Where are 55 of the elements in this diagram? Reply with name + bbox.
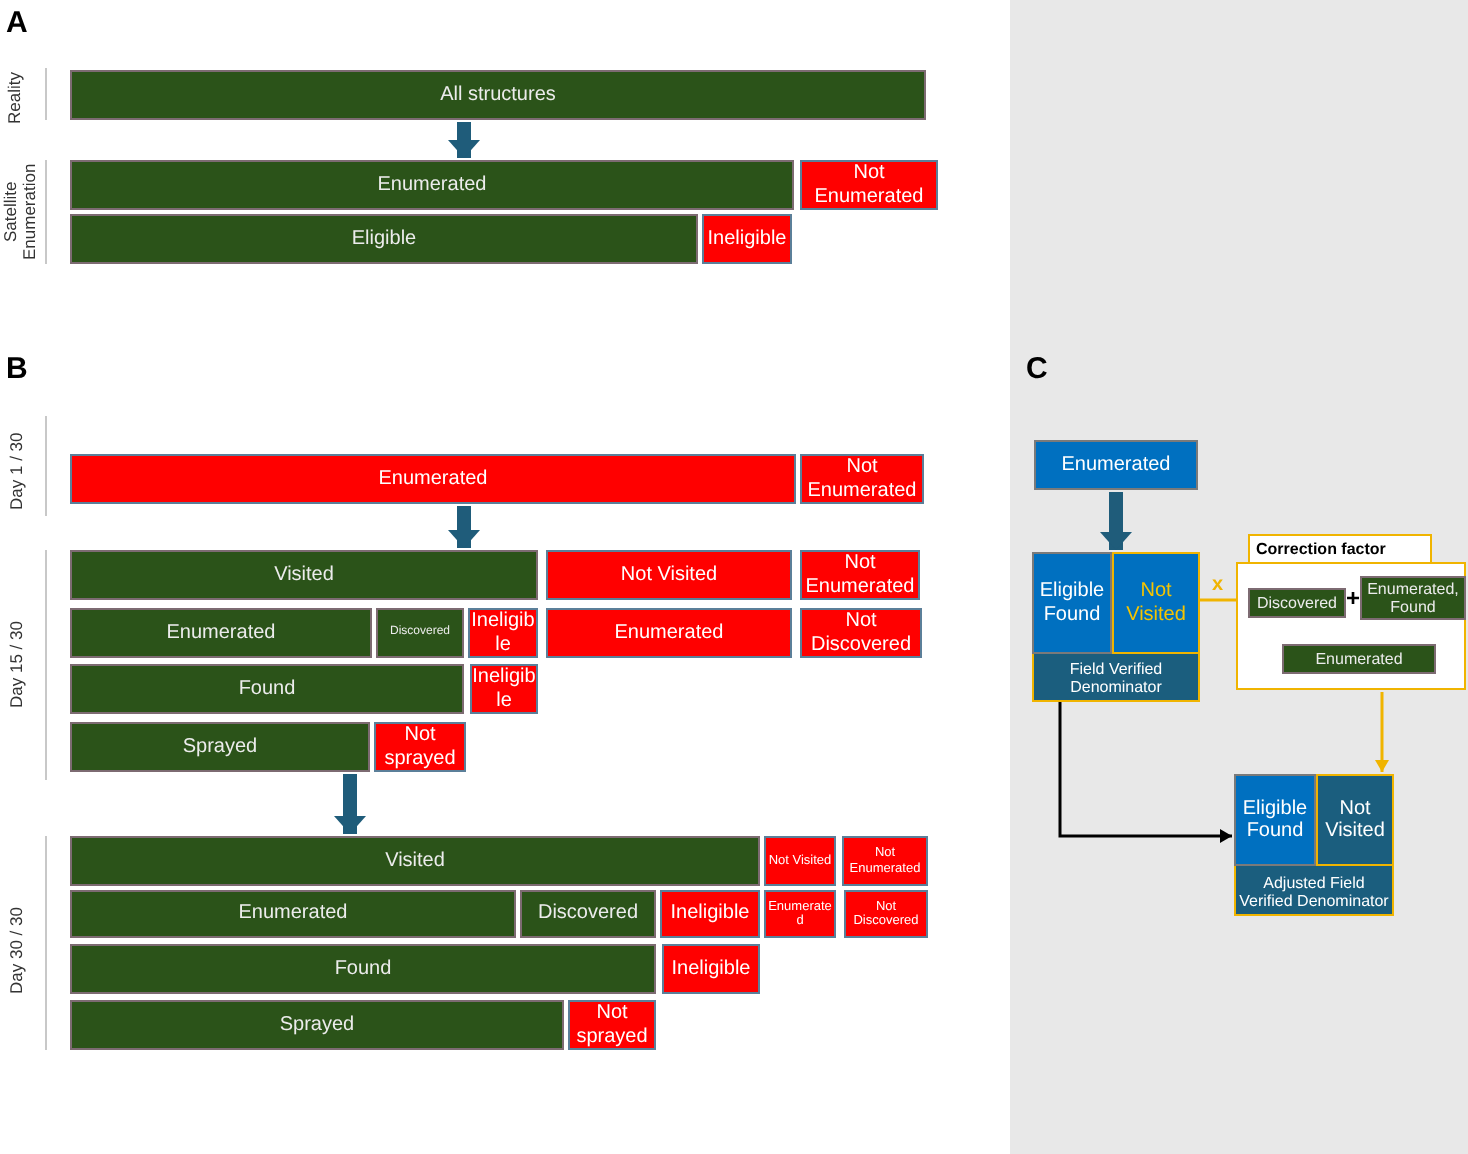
category-bar: Not Enumerated: [800, 160, 938, 210]
arrow: [448, 122, 480, 158]
category-box: Not Visited: [1112, 552, 1200, 654]
category-bar: Not Enumerated: [800, 454, 924, 504]
denominator-box: Not Visited: [1316, 774, 1394, 866]
category-box: Eligible Found: [1234, 774, 1316, 866]
category-box: Eligible Found: [1032, 552, 1112, 654]
panel-letter: A: [6, 6, 28, 40]
category-bar: Not sprayed: [374, 722, 466, 772]
category-bar: Sprayed: [70, 1000, 564, 1050]
arrow: [448, 506, 480, 548]
row-label: Day 30 / 30: [8, 904, 27, 998]
category-bar: Ineligible: [662, 944, 760, 994]
denominator-label: Field Verified Denominator: [1067, 659, 1165, 698]
category-bar: Sprayed: [70, 722, 370, 772]
arrow: [1058, 702, 1232, 843]
category-bar: Enumerated: [70, 454, 796, 504]
category-bar: Ineligible: [470, 664, 538, 714]
category-bar: Enumerated, Found: [1360, 576, 1466, 620]
category-bar: Ineligible: [468, 608, 538, 658]
panel-letter: B: [6, 352, 28, 386]
category-bar: Visited: [70, 550, 538, 600]
category-bar: Visited: [70, 836, 760, 886]
arrow: [1375, 692, 1389, 772]
denominator-box: [1032, 552, 1200, 702]
category-bar: Enumerated: [70, 160, 794, 210]
panel-heading: Correction factor: [1248, 534, 1432, 564]
category-bar: Enumerated: [546, 608, 792, 658]
row-label: Day 1 / 30: [8, 431, 27, 515]
arrow: [1100, 492, 1132, 550]
row-label: Day 15 / 30: [8, 618, 27, 712]
category-bar: Ineligible: [660, 890, 760, 938]
category-bar: Discovered: [1248, 588, 1346, 618]
category-bar: Enumerated: [1282, 644, 1436, 674]
category-box: Enumerated: [1034, 440, 1198, 490]
category-bar: Found: [70, 664, 464, 714]
category-bar: Not sprayed: [568, 1000, 656, 1050]
category-bar: Discovered: [520, 890, 656, 938]
category-bar: Enumerated: [70, 608, 372, 658]
panel-letter: C: [1026, 352, 1048, 386]
category-bar: Ineligible: [702, 214, 792, 264]
category-bar: Found: [70, 944, 656, 994]
category-bar: Not Enumerated: [800, 550, 920, 600]
edge-label: x: [1210, 574, 1226, 596]
category-bar: All structures: [70, 70, 926, 120]
plus-sign: +: [1346, 584, 1361, 612]
category-bar: Not Visited: [546, 550, 792, 600]
row-label: Satellite Enumeration: [2, 161, 40, 265]
category-bar: Not Discovered: [800, 608, 922, 658]
row-label: Reality: [6, 70, 25, 128]
category-bar: Enumerated: [70, 890, 516, 938]
denominator-label: Adjusted Field Verified Denominator: [1237, 873, 1391, 912]
arrow: [334, 774, 366, 834]
denominator-box: [1234, 774, 1394, 916]
category-bar: Eligible: [70, 214, 698, 264]
